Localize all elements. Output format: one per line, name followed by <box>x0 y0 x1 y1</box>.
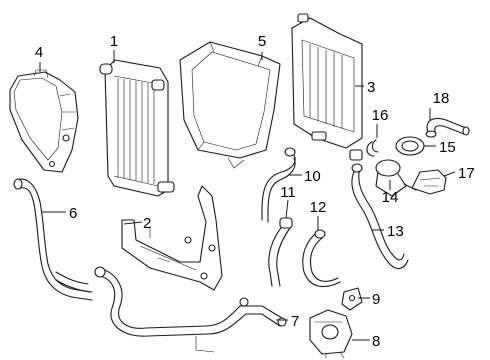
callout-16: 16 <box>372 107 389 124</box>
callout-6: 6 <box>69 205 77 222</box>
part-18-pipe <box>425 117 470 138</box>
part-1-radiator <box>99 59 175 197</box>
callout-4: 4 <box>35 44 43 61</box>
callout-15: 15 <box>439 139 456 156</box>
callout-7: 7 <box>291 313 299 330</box>
callout-1: 1 <box>110 33 118 50</box>
part-15-ring <box>395 136 425 156</box>
part-9-sensor <box>341 287 363 311</box>
callout-10: 10 <box>304 168 321 185</box>
callout-8: 8 <box>372 333 380 350</box>
part-8-valve <box>309 309 353 359</box>
part-2-bracket <box>121 185 223 291</box>
callout-5: 5 <box>258 33 266 50</box>
callout-11: 11 <box>280 184 296 201</box>
leader-lines <box>39 50 456 341</box>
part-17-bracket <box>411 169 447 195</box>
part-7-pipe <box>55 266 287 353</box>
callout-3: 3 <box>367 79 375 96</box>
part-4-air-duct <box>9 69 79 173</box>
part-5-shroud <box>179 41 281 169</box>
callout-2: 2 <box>143 215 151 232</box>
part-6-hose <box>13 178 93 301</box>
callout-14: 14 <box>382 189 399 206</box>
callout-13: 13 <box>387 223 404 240</box>
callout-18: 18 <box>433 90 450 107</box>
part-3-aux-radiator <box>291 13 363 161</box>
part-12-hose <box>302 229 341 288</box>
callout-12: 12 <box>310 199 327 216</box>
part-16-clip <box>366 139 379 157</box>
part-11-hose <box>268 217 293 287</box>
part-10-hose <box>261 147 296 223</box>
part-13-hose <box>351 163 409 270</box>
callout-9: 9 <box>372 291 380 308</box>
callout-17: 17 <box>458 165 475 182</box>
part-14-thermostat <box>375 159 417 197</box>
